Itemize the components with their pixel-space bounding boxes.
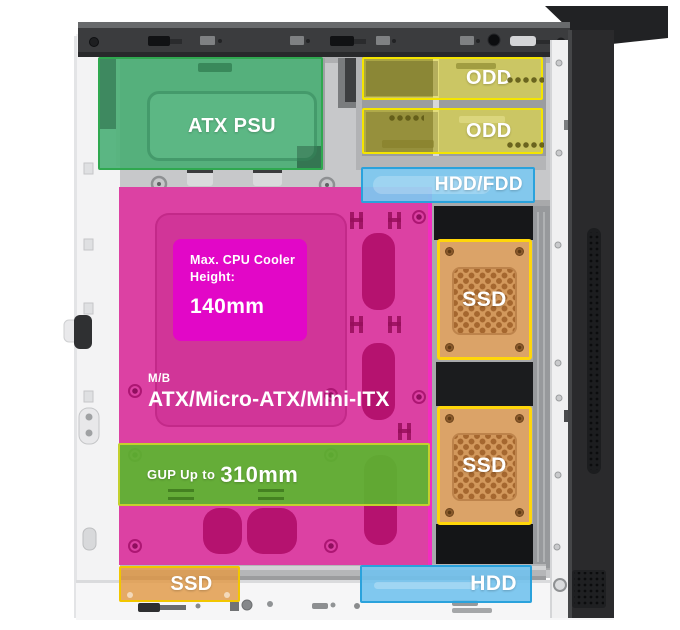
ssd-mount-lower-region: SSD — [437, 406, 532, 525]
hdd-label-text: HDD — [470, 572, 517, 595]
motherboard-region: Max. CPU Cooler Height: 140mm M/B ATX/Mi… — [119, 187, 432, 565]
screw — [515, 343, 524, 352]
hdd-mount-bottom-region: HDD — [360, 565, 532, 603]
cpu-cooler-height-value: 140mm — [190, 295, 265, 318]
ssd-mount-upper-region: SSD — [437, 239, 532, 360]
bay-highlight — [373, 176, 491, 194]
screw — [324, 539, 338, 553]
screw — [412, 210, 426, 224]
bay-holes — [506, 76, 544, 84]
screw — [224, 592, 230, 598]
odd-slot — [459, 116, 505, 123]
hdd-fdd-label: HDD/FDD — [435, 169, 523, 201]
ssd-label-text: SSD — [462, 287, 507, 311]
screw — [445, 414, 454, 423]
top-panel — [78, 6, 668, 57]
cable-tie-point — [398, 423, 411, 440]
gpu-clearance-region: GUP Up to 310mm — [118, 443, 430, 506]
odd-bay-top-region: ODD — [362, 57, 544, 100]
cpu-cooler-label-line1: Max. CPU Cooler — [190, 253, 296, 267]
tray-cutout — [203, 508, 242, 554]
ssd-vent-plate — [452, 433, 517, 501]
psu-vent — [198, 63, 232, 72]
mb-formats-label: ATX/Micro-ATX/Mini-ITX — [148, 388, 390, 411]
cable-tie-point — [350, 212, 363, 229]
slot-mark — [168, 489, 194, 500]
screw — [515, 414, 524, 423]
ssd-label-text: SSD — [462, 453, 507, 477]
hdd-bottom-label: HDD — [470, 567, 517, 601]
bay-highlight — [374, 582, 479, 589]
gpu-clearance-label: GUP Up to 310mm — [147, 445, 298, 504]
mb-small-label: M/B — [148, 373, 171, 385]
slot-mark — [258, 489, 284, 500]
ssd-label-text: SSD — [170, 572, 213, 595]
ssd-upper-label: SSD — [440, 242, 529, 357]
odd-bay-bottom-region: ODD — [362, 108, 544, 154]
hdd-fdd-label-text: HDD/FDD — [434, 174, 523, 195]
odd-bay-interior — [366, 61, 438, 96]
atx-psu-region: ATX PSU — [98, 57, 323, 170]
screw — [515, 508, 524, 517]
screw — [445, 247, 454, 256]
cpu-cooler-height-region: Max. CPU Cooler Height: 140mm — [173, 239, 307, 341]
screw — [128, 384, 142, 398]
atx-psu-label: ATX PSU — [188, 114, 276, 137]
psu-shadow — [100, 59, 116, 129]
ssd-bottom-label: SSD — [133, 568, 250, 600]
cable-cutout — [362, 343, 395, 420]
screw — [445, 508, 454, 517]
odd-label-text: ODD — [466, 119, 512, 142]
ssd-lower-label: SSD — [440, 409, 529, 522]
cable-cutout — [362, 233, 395, 310]
cable-tie-point — [388, 316, 401, 333]
front-panel — [568, 30, 614, 618]
tray-cutout — [247, 508, 297, 554]
gpu-length-value: 310mm — [220, 461, 299, 487]
psu-opening: ATX PSU — [147, 91, 317, 161]
bay-holes — [506, 141, 544, 149]
odd-top-label: ODD — [466, 59, 512, 98]
bay-holes — [388, 114, 424, 121]
gpu-label-prefix: GUP Up to — [147, 467, 216, 482]
right-frame — [550, 40, 570, 618]
ssd-vent-plate — [452, 267, 517, 335]
screw — [515, 247, 524, 256]
screw — [128, 539, 142, 553]
ssd-mount-bottom-region: SSD — [119, 566, 240, 602]
cpu-cooler-label-line2: Height: — [190, 270, 236, 284]
screw — [127, 592, 133, 598]
cable-tie-point — [350, 316, 363, 333]
odd-bottom-label: ODD — [466, 110, 512, 152]
odd-slot — [456, 63, 496, 69]
screw — [324, 388, 338, 402]
screw — [445, 343, 454, 352]
odd-slot — [382, 140, 434, 148]
odd-label-text: ODD — [466, 67, 512, 89]
motherboard-label: M/B ATX/Micro-ATX/Mini-ITX — [148, 373, 390, 412]
screw — [412, 390, 426, 404]
cable-tie-point — [388, 212, 401, 229]
hdd-fdd-region: HDD/FDD — [361, 167, 535, 203]
